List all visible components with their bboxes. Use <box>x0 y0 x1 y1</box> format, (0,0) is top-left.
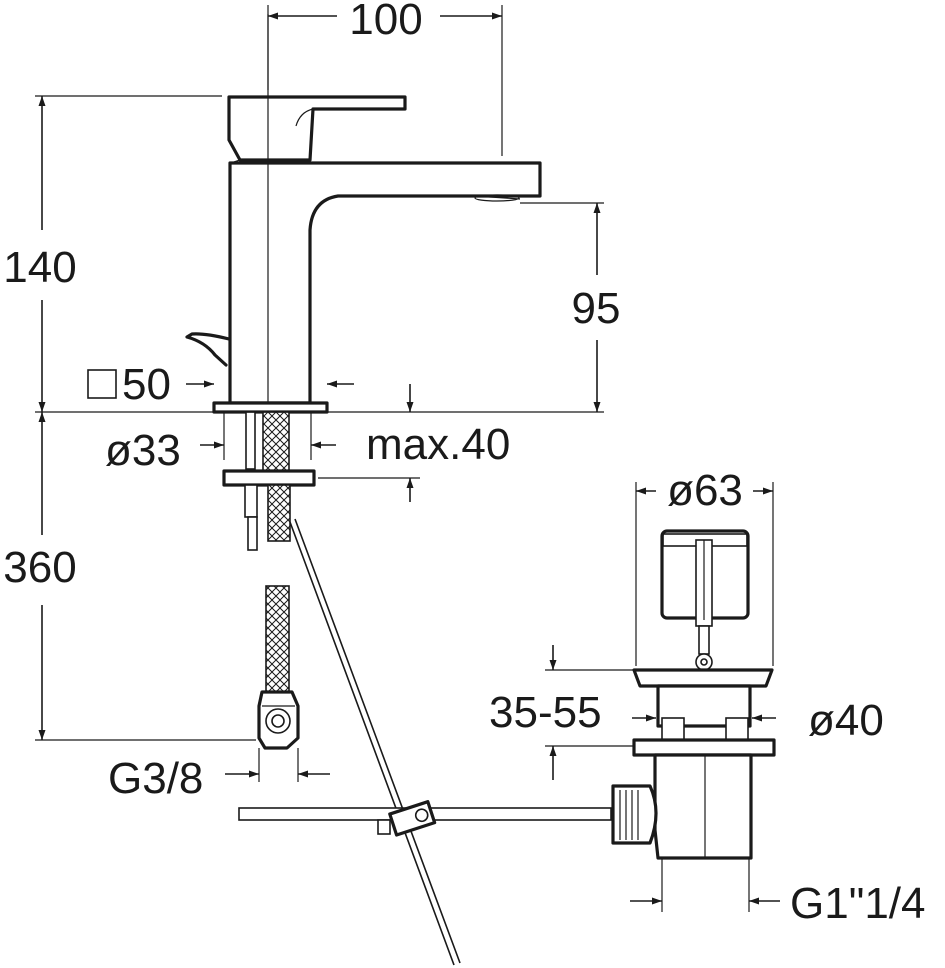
dim-360: 360 <box>3 543 76 592</box>
dim-140: 140 <box>3 243 76 292</box>
dim-dia-33: ø33 <box>105 426 181 475</box>
dim-g3-8: G3/8 <box>108 754 203 803</box>
dim-100: 100 <box>349 0 422 44</box>
dim-square-50: 50 <box>122 360 171 409</box>
dim-35-55: 35-55 <box>489 688 602 737</box>
popup-linkage <box>238 518 612 966</box>
dim-dia-63: ø63 <box>667 466 743 515</box>
dim-max-40: max.40 <box>366 420 510 469</box>
drain-assembly <box>611 529 776 860</box>
dim-dia-40: ø40 <box>808 696 884 745</box>
faucet-body <box>185 95 542 414</box>
dim-g1-1-4: G1"1/4 <box>790 879 925 928</box>
mounting-assembly <box>222 411 316 750</box>
dim-95: 95 <box>572 284 621 333</box>
dimension-lines <box>35 5 780 912</box>
